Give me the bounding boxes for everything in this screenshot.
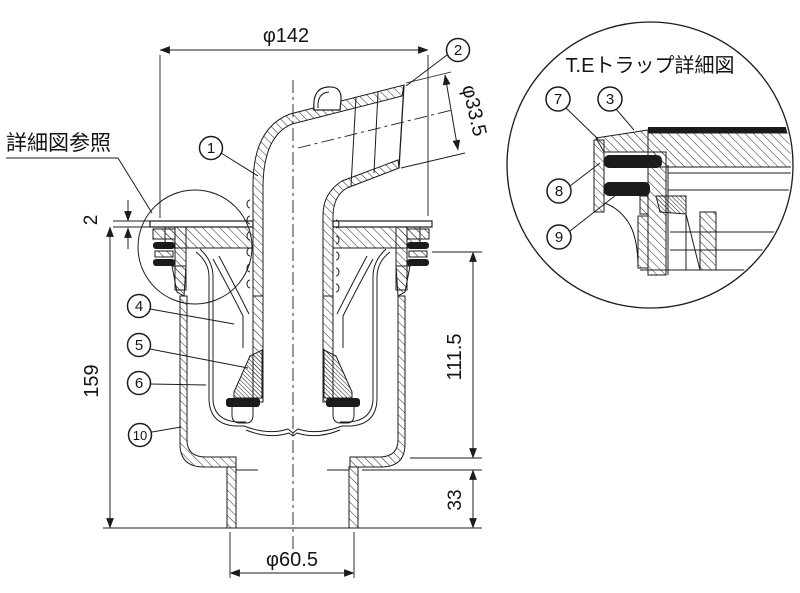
inlet-axis-centerline [297,109,453,149]
svg-text:159: 159 [81,364,103,397]
left-trap-clamp [152,226,187,297]
svg-text:φ33.5: φ33.5 [457,83,490,139]
outlet-pipe-left-wall [226,466,237,529]
main-section-view [137,80,453,558]
svg-text:φ142: φ142 [263,25,309,47]
svg-text:111.5: 111.5 [444,333,466,380]
balloon-5: 5 [126,332,152,358]
see-detail-note: 詳細図参照 [6,132,153,214]
dim-overall-height: 159 [81,226,114,529]
outlet-pipe-right-wall [348,466,359,529]
svg-text:φ60.5: φ60.5 [266,549,318,571]
svg-text:33: 33 [445,489,466,510]
balloon-9: 9 [546,224,572,250]
dim-flange-diameter: φ142 [159,25,429,218]
detail-view: T.Eトラップ詳細図 7 3 8 9 [506,21,794,309]
outer-body-shell [179,295,406,529]
svg-text:8: 8 [555,183,563,200]
svg-text:2: 2 [454,42,462,59]
detail-geometry [593,127,791,276]
balloon-2: 2 [445,37,471,63]
detail-view-title: T.Eトラップ詳細図 [566,54,735,77]
inner-trap-parts [195,248,391,437]
svg-text:7: 7 [554,91,562,108]
svg-text:6: 6 [135,375,143,392]
svg-text:5: 5 [135,337,143,354]
svg-text:4: 4 [135,298,143,315]
balloon-6: 6 [126,370,152,396]
inlet-elbow-pipe [246,84,405,403]
svg-text:2: 2 [81,215,102,226]
funnel-packing-right [323,349,353,399]
balloon-1: 1 [198,135,224,161]
right-trap-clamp [395,226,430,297]
detail-reference-circle [137,189,253,305]
balloon-3: 3 [597,86,623,112]
part-balloons-main: 1 2 4 5 6 10 [126,37,471,448]
balloon-4: 4 [126,293,152,319]
dim-body-depth: 111.5 [410,251,482,459]
dim-lip-thickness: 2 [81,200,150,249]
part-balloons-detail: 7 3 8 9 [545,86,635,250]
funnel-packing-left [233,349,263,399]
svg-text:9: 9 [555,229,563,246]
detail-view-border [506,21,794,309]
svg-text:10: 10 [133,428,147,443]
elbow-tab [313,86,342,111]
balloon-8: 8 [546,178,572,204]
svg-text:1: 1 [207,140,215,157]
dim-outlet-height: 33 [362,469,482,529]
balloon-10: 10 [127,422,153,448]
balloon-7: 7 [545,86,571,112]
dim-inlet-diameter: φ33.5 [400,71,490,169]
flange-assembly [149,220,433,297]
svg-text:3: 3 [606,91,614,108]
dim-outlet-diameter: φ60.5 [229,532,355,578]
svg-text:詳細図参照: 詳細図参照 [6,132,111,155]
